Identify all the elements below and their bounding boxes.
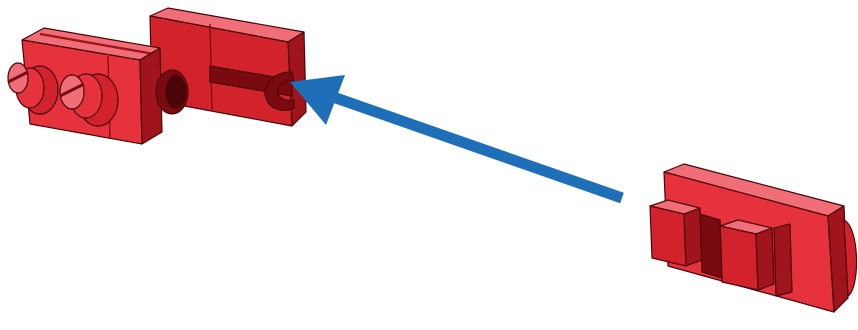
clip-tab-1-front	[650, 206, 686, 266]
clip-tab-2	[720, 220, 774, 290]
pin-1	[8, 63, 58, 114]
clip-tab-2-side	[756, 228, 774, 290]
pin-2-head	[60, 75, 84, 109]
clip-ridge	[774, 224, 792, 296]
clip-notch	[700, 214, 722, 278]
clip-tab-2-front	[720, 226, 758, 290]
assembled-block	[8, 8, 306, 144]
insertion-arrow	[290, 75, 622, 198]
front-block-hole-inner	[166, 76, 186, 108]
clip-tab-1	[650, 200, 702, 266]
clip-part	[650, 164, 857, 312]
clip-tab-1-side	[684, 208, 702, 266]
arrow-shaft	[336, 98, 622, 198]
